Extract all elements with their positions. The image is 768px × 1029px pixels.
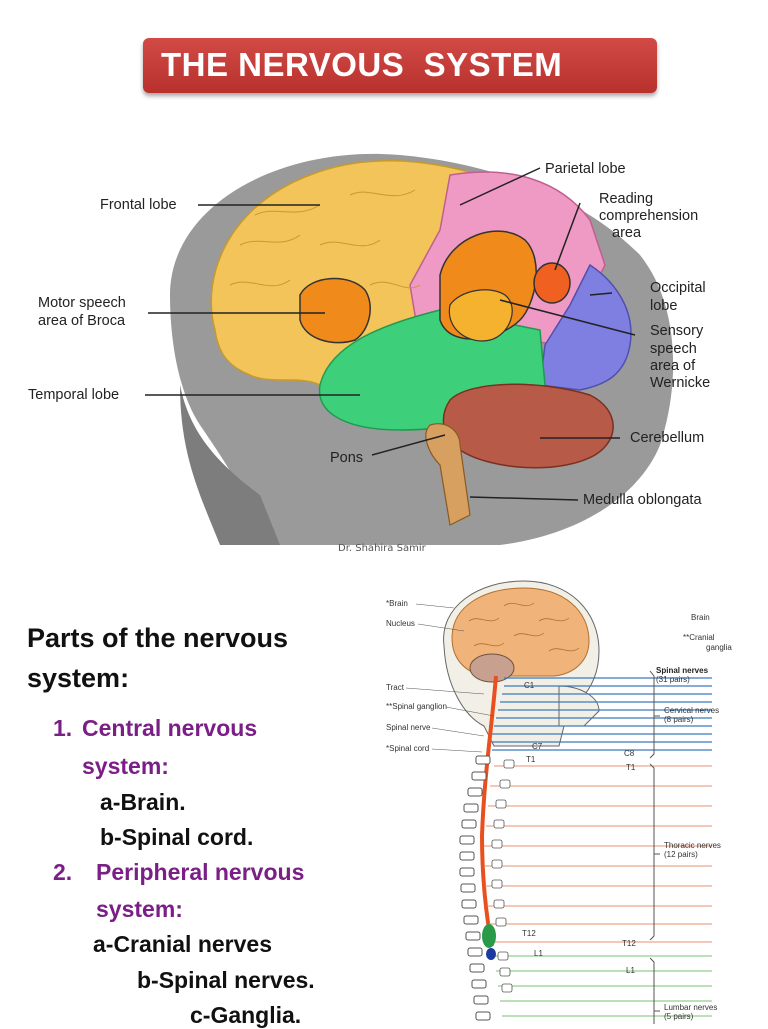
spine-label-nucleus: Nucleus: [386, 619, 415, 628]
spine-label-t1: T1: [526, 755, 536, 764]
spine-label-spinal-cord: *Spinal cord: [386, 744, 429, 753]
brainstem: [425, 423, 471, 526]
label-sensory-2: speech: [650, 341, 697, 357]
broca-area: [299, 277, 371, 344]
item2-label-line2: system:: [96, 896, 183, 922]
spine-label-c7: C7: [532, 742, 543, 751]
spine-label-lumbar-2: (5 pairs): [664, 1012, 694, 1021]
label-motor-2: area of Broca: [38, 313, 126, 329]
spine-label-c8: C8: [624, 749, 635, 758]
item1-label-line1: Central nervous: [82, 715, 258, 741]
spinal-cord-diagram: *Brain Nucleus Tract **Spinal ganglion S…: [384, 576, 768, 1024]
spine-label-thoracic-1: Thoracic nerves: [664, 841, 721, 850]
spine-label-cervical-1: Cervical nerves: [664, 706, 719, 715]
page-title: THE NERVOUS SYSTEM: [161, 46, 563, 83]
spine-label-spinal-nerves-2: (31 pairs): [656, 675, 690, 684]
spine-label-spinal-nerves-1: Spinal nerves: [656, 666, 709, 675]
label-frontal-lobe: Frontal lobe: [100, 197, 177, 213]
spine-label-spinal-nerve: Spinal nerve: [386, 723, 431, 732]
label-temporal-lobe: Temporal lobe: [28, 387, 119, 403]
occipital-lobe: [539, 263, 632, 391]
label-reading-2: comprehension: [599, 208, 698, 224]
label-reading-3: area: [612, 225, 642, 241]
item2-number: 2.: [53, 859, 73, 885]
label-parietal-lobe: Parietal lobe: [545, 161, 626, 177]
spinal-cord: [479, 675, 498, 947]
brain-diagram: Frontal lobe Parietal lobe Reading compr…: [20, 135, 750, 545]
label-reading-1: Reading: [599, 191, 653, 207]
reading-area: [533, 262, 571, 304]
label-sensory-4: Wernicke: [650, 375, 710, 391]
spine-label-cranial-1: **Cranial: [683, 633, 715, 642]
title-banner: THE NERVOUS SYSTEM: [143, 38, 657, 93]
cerebellum: [442, 383, 614, 469]
label-sensory-1: Sensory: [650, 323, 704, 339]
item1-b: b-Spinal cord.: [100, 824, 254, 850]
spine-label-l1-right: L1: [626, 966, 635, 975]
label-cerebellum: Cerebellum: [630, 430, 704, 446]
label-pons: Pons: [330, 450, 363, 466]
item1-label-line2: system:: [82, 753, 169, 779]
item1-a: a-Brain.: [100, 789, 186, 815]
item2-label-line1: Peripheral nervous: [96, 859, 305, 885]
spine-label-l1: L1: [534, 949, 543, 958]
item2-c: c-Ganglia.: [190, 1002, 302, 1028]
credit-text: Dr. Shahira Samir: [338, 543, 426, 554]
parts-heading: Parts of the nervous system:: [27, 623, 289, 693]
label-occipital-1: Occipital: [650, 280, 706, 296]
label-medulla: Medulla oblongata: [583, 492, 702, 508]
spine-label-spinal-ganglion: **Spinal ganglion: [386, 702, 447, 711]
spine-label-t12-right: T12: [622, 939, 636, 948]
spine-label-t12: T12: [522, 929, 536, 938]
spine-label-brain: *Brain: [386, 599, 408, 608]
label-sensory-3: area of: [650, 358, 696, 374]
spine-label-cranial-2: ganglia: [706, 643, 732, 652]
spine-label-c1: C1: [524, 681, 535, 690]
spine-label-cervical-2: (8 pairs): [664, 715, 694, 724]
item2-a: a-Cranial nerves: [93, 931, 272, 957]
label-motor-1: Motor speech: [38, 295, 126, 311]
spine-label-thoracic-2: (12 pairs): [664, 850, 698, 859]
spine-label-lumbar-1: Lumbar nerves: [664, 1003, 717, 1012]
item2-b: b-Spinal nerves.: [137, 967, 315, 993]
item1-number: 1.: [53, 715, 73, 741]
spine-label-t1-right: T1: [626, 763, 636, 772]
spine-label-tract: Tract: [386, 683, 405, 692]
label-occipital-2: lobe: [650, 298, 677, 314]
spine-label-brain-right: Brain: [691, 613, 710, 622]
